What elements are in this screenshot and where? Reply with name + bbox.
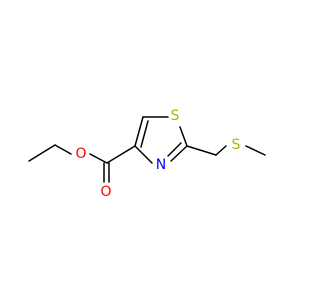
atom-label-o-carbonyl: O (100, 184, 111, 200)
bond-c4-c5-a (134, 116, 144, 147)
atom-label-o-ester: O (75, 146, 86, 162)
bond-s1-c2 (179, 126, 188, 147)
bond-ch3-ch2 (28, 144, 56, 162)
bond-ch2-o-ester (54, 144, 72, 155)
bond-c2-ch2 (186, 145, 217, 156)
bond-carbonyl-c4 (106, 145, 136, 164)
bond-ch2-s-thioether (215, 145, 227, 156)
atom-labels: O O S N S (75, 108, 240, 200)
bond-c2-n3-b (167, 142, 182, 157)
bond-c4-c5-b (140, 120, 149, 148)
bonds (28, 116, 266, 183)
bond-c2-n3-a (170, 145, 188, 162)
molecule-structure: O O S N S (28, 108, 266, 200)
bond-s-thioether-ch3 (245, 145, 266, 156)
bond-o-ester-carbonyl-c (89, 153, 108, 164)
atom-label-n-ring: N (156, 157, 166, 173)
atom-label-s-thioether: S (232, 137, 241, 153)
atom-label-s-ring: S (171, 108, 180, 124)
bond-n3-c4 (134, 145, 153, 164)
